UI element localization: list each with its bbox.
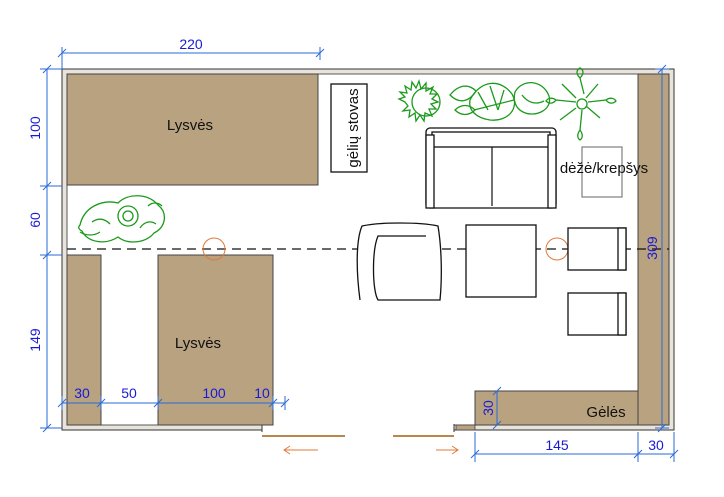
bed-left-strip <box>66 254 102 426</box>
dim-bottom-a: 30 <box>74 385 90 401</box>
door-arrow-left <box>262 435 345 455</box>
strip-corner <box>455 424 476 431</box>
bed-bottom-area <box>157 254 274 426</box>
dim-bottom-c: 100 <box>202 385 226 401</box>
dim-left-top: 100 <box>27 116 43 140</box>
dim-top-width: 220 <box>179 36 203 52</box>
bottom-flower-strip <box>474 390 639 426</box>
small-chair <box>567 292 627 336</box>
armchair <box>356 222 442 301</box>
dimension-strip: 30 <box>480 386 502 430</box>
bed-top-label: Lysvės <box>167 117 213 134</box>
dim-right-height: 309 <box>644 236 660 260</box>
dimension-bottom-left: 30 50 100 10 <box>57 385 290 410</box>
dimension-top: 220 <box>57 36 325 69</box>
table <box>465 224 537 298</box>
dim-bottom-right-a: 145 <box>545 437 569 453</box>
box-label: dėžė/krepšys <box>560 160 648 177</box>
dim-bottom-right-b: 30 <box>648 437 664 453</box>
dim-bottom-b: 50 <box>121 385 137 401</box>
door-arrow-right <box>393 435 459 455</box>
dimension-right: 309 <box>644 64 669 433</box>
flower-stand-label: gėlių stovas <box>345 88 362 167</box>
dim-strip-depth: 30 <box>480 400 496 416</box>
lamp-marker <box>202 237 226 261</box>
dimension-bottom-right: 145 30 <box>470 432 679 462</box>
dim-left-mid: 60 <box>27 212 43 228</box>
bed-top-area <box>66 73 319 186</box>
flowers-label: Gėlės <box>586 404 625 421</box>
sofa <box>425 127 557 209</box>
box-basket <box>581 146 623 198</box>
dim-bottom-d: 10 <box>254 385 270 401</box>
plant-group-top <box>397 67 617 141</box>
bed-bottom-label: Lysvės <box>175 335 221 352</box>
dimension-left: 100 60 149 <box>27 64 62 433</box>
plant-group-left <box>78 195 165 243</box>
small-chair <box>567 227 627 271</box>
dim-left-bottom: 149 <box>27 328 43 352</box>
flower-stand <box>330 83 368 173</box>
